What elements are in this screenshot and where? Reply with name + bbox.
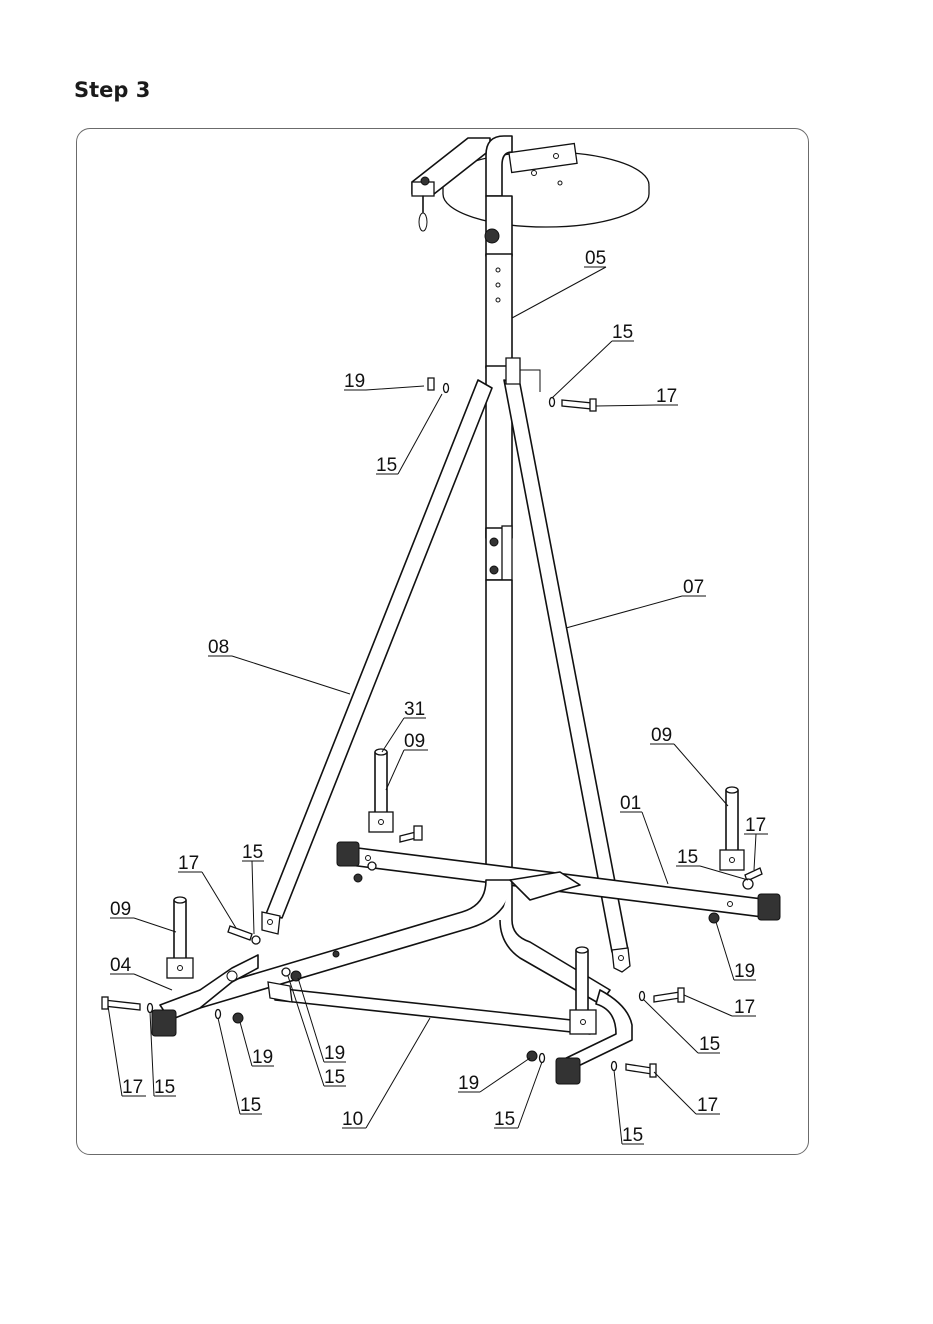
- callout-19: 19: [324, 1043, 345, 1064]
- callout-09: 09: [651, 725, 672, 746]
- callout-05: 05: [585, 248, 606, 269]
- callout-09: 09: [110, 899, 131, 920]
- support-bar-10: [268, 982, 590, 1034]
- callout-15: 15: [242, 842, 263, 863]
- callout-19: 19: [344, 371, 365, 392]
- callout-19: 19: [458, 1073, 479, 1094]
- callout-01: 01: [620, 793, 641, 814]
- post-09-left: [167, 897, 193, 978]
- callout-15: 15: [376, 455, 397, 476]
- callout-31: 31: [404, 699, 425, 720]
- post-09-right: [720, 787, 744, 870]
- callout-15: 15: [324, 1067, 345, 1088]
- callout-17: 17: [178, 853, 199, 874]
- callout-07: 07: [683, 577, 704, 598]
- callout-17: 17: [734, 997, 755, 1018]
- callout-15: 15: [154, 1077, 175, 1098]
- callout-17: 17: [745, 815, 766, 836]
- callout-17: 17: [697, 1095, 718, 1116]
- callout-15: 15: [622, 1125, 643, 1146]
- base-frame-04: [152, 872, 632, 1084]
- callout-15: 15: [677, 847, 698, 868]
- callout-15: 15: [699, 1034, 720, 1055]
- callout-04: 04: [110, 955, 132, 976]
- callout-10: 10: [342, 1109, 363, 1130]
- callout-17: 17: [656, 386, 677, 407]
- main-upright: [485, 196, 512, 880]
- callout-17: 17: [122, 1077, 143, 1098]
- callout-15: 15: [240, 1095, 261, 1116]
- post-31-center: [369, 749, 393, 832]
- callout-15: 15: [494, 1109, 515, 1130]
- callout-09: 09: [404, 731, 425, 752]
- callout-15: 15: [612, 322, 633, 343]
- callout-19: 19: [734, 961, 755, 982]
- callout-08: 08: [208, 637, 229, 658]
- callout-19: 19: [252, 1047, 273, 1068]
